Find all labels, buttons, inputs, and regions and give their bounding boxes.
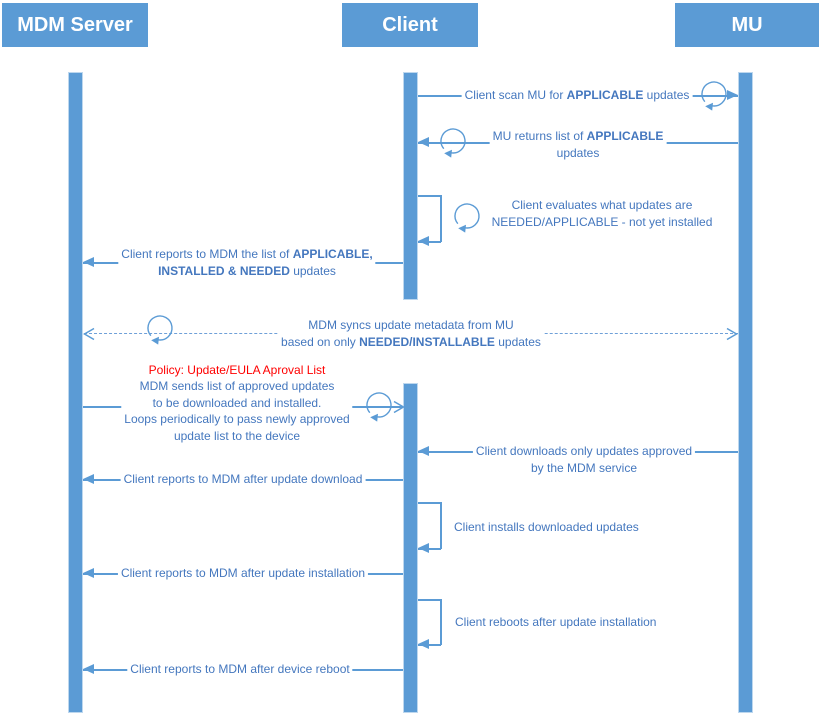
open-arrowhead-right-icon — [726, 327, 738, 341]
loop-arrow-icon — [701, 81, 727, 111]
label-line-3: Loops periodically to pass newly approve… — [124, 412, 350, 427]
message-label-policy: Policy: Update/EULA Aproval List MDM sen… — [121, 362, 353, 445]
solid-arrowhead-icon — [83, 474, 94, 484]
self-message-return-line — [418, 644, 441, 646]
solid-arrowhead-icon — [418, 236, 429, 246]
policy-title: Policy: Update/EULA Aproval List — [148, 363, 326, 377]
label-text-bold: APPLICABLE, — [292, 247, 373, 261]
label-line-2: to be downloaded and installed. — [152, 395, 322, 410]
self-message-side-line — [440, 502, 442, 549]
actor-mu: MU — [675, 3, 819, 47]
solid-arrowhead-icon — [83, 664, 94, 674]
solid-arrowhead-icon — [83, 257, 94, 267]
open-arrowhead-left-icon — [83, 327, 95, 341]
label-text-bold: INSTALLED & NEEDED — [158, 264, 290, 278]
label-text-bold: NEEDED/INSTALLABLE — [359, 335, 495, 349]
loop-arrow-icon — [440, 128, 466, 158]
label-line-4: update list to the device — [173, 428, 301, 443]
label-text: MU returns list of — [492, 129, 587, 143]
message-label-mu-returns: MU returns list of APPLICABLE updates — [489, 128, 667, 162]
actor-client: Client — [342, 3, 478, 47]
message-label-report-install: Client reports to MDM after update insta… — [117, 565, 369, 582]
label-line-2: NEEDED/APPLICABLE - not yet installed — [491, 215, 713, 229]
label-text-bold: APPLICABLE — [586, 129, 664, 143]
message-label-installs: Client installs downloaded updates — [451, 519, 642, 536]
self-message-side-line — [440, 195, 442, 242]
message-label-sync: MDM syncs update metadata from MU based … — [278, 317, 544, 351]
label-line-2: INSTALLED & NEEDED updates — [121, 263, 372, 280]
actor-mu-label: MU — [731, 13, 763, 36]
label-text: updates — [494, 335, 541, 349]
loop-arrow-icon — [454, 203, 480, 233]
message-label-report-download: Client reports to MDM after update downl… — [120, 471, 366, 488]
label-text: updates — [289, 264, 336, 278]
actor-mdm-server-label: MDM Server — [17, 13, 133, 36]
solid-arrowhead-icon — [418, 639, 429, 649]
self-message-return-line — [418, 241, 441, 243]
solid-arrowhead-icon — [727, 90, 738, 100]
self-message-top-line — [418, 599, 441, 601]
label-line-2: by the MDM service — [530, 461, 638, 475]
lifeline-client-segment-2 — [403, 383, 418, 713]
solid-arrowhead-icon — [418, 446, 429, 456]
label-line-1: MU returns list of APPLICABLE — [493, 128, 664, 145]
solid-arrowhead-icon — [418, 137, 429, 147]
loop-arrow-icon — [366, 392, 392, 422]
label-line-2: based on only NEEDED/INSTALLABLE updates — [281, 334, 541, 351]
message-label-report-reboot: Client reports to MDM after device reboo… — [127, 661, 353, 678]
message-label-scan: Client scan MU for APPLICABLE updates — [461, 87, 693, 104]
label-text: Client reports to MDM the list of — [121, 247, 293, 261]
message-label-reports-list: Client reports to MDM the list of APPLIC… — [118, 246, 376, 280]
label-line-1: MDM syncs update metadata from MU — [308, 318, 514, 332]
actor-mdm-server: MDM Server — [2, 3, 148, 47]
self-message-side-line — [440, 599, 442, 645]
label-text: Client scan MU for — [464, 88, 567, 102]
label-line-1: Client reports to MDM the list of APPLIC… — [121, 246, 372, 263]
label-text: updates — [643, 88, 690, 102]
self-message-return-line — [418, 548, 441, 550]
self-message-top-line — [418, 502, 441, 504]
message-label-evaluates: Client evaluates what updates are NEEDED… — [488, 197, 716, 231]
actor-client-label: Client — [382, 13, 438, 36]
label-line-2: updates — [556, 146, 600, 160]
loop-arrow-icon — [147, 315, 173, 345]
label-line-1: MDM sends list of approved updates — [139, 379, 335, 394]
solid-arrowhead-icon — [418, 543, 429, 553]
open-arrowhead-right-icon — [393, 400, 405, 414]
label-line-1: Client downloads only updates approved — [475, 444, 693, 458]
label-text: based on only — [281, 335, 360, 349]
lifeline-client-segment-1 — [403, 72, 418, 300]
label-line-1: Client evaluates what updates are — [511, 198, 693, 212]
message-label-reboots: Client reboots after update installation — [452, 614, 660, 631]
lifeline-mdm-server — [68, 72, 83, 713]
self-message-top-line — [418, 195, 441, 197]
lifeline-mu — [738, 72, 753, 713]
message-label-downloads: Client downloads only updates approved b… — [472, 443, 696, 477]
label-text-bold: APPLICABLE — [566, 88, 644, 102]
solid-arrowhead-icon — [83, 568, 94, 578]
